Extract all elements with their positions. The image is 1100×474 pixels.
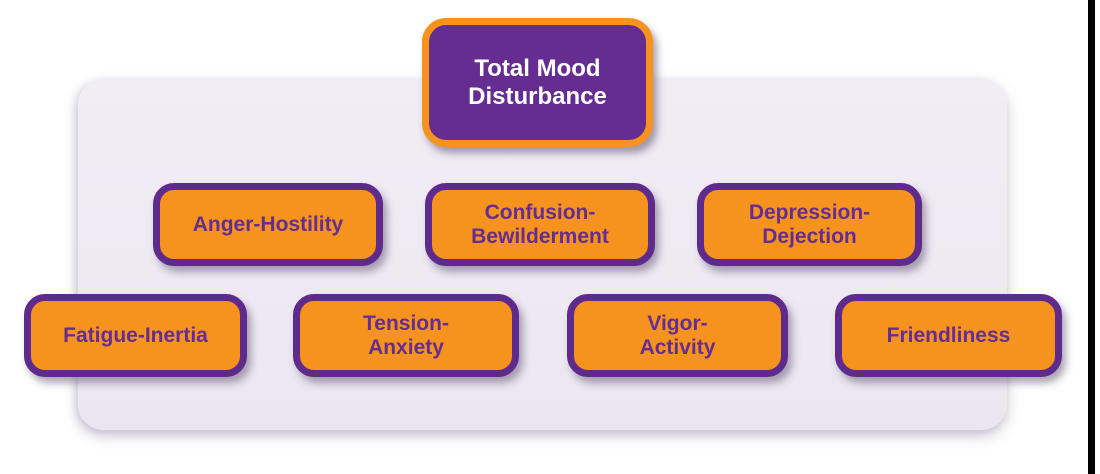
node-vigor-activity: Vigor- Activity (567, 294, 788, 377)
node-fatigue-inertia: Fatigue-Inertia (24, 294, 247, 377)
node-friendliness: Friendliness (835, 294, 1062, 377)
node-anger-hostility: Anger-Hostility (153, 183, 383, 266)
node-depression-dejection: Depression- Dejection (697, 183, 922, 266)
right-edge-strip (1088, 0, 1095, 474)
node-tension-anxiety: Tension- Anxiety (293, 294, 519, 377)
node-confusion-bewilderment: Confusion- Bewilderment (425, 183, 655, 266)
node-total-mood-disturbance: Total Mood Disturbance (422, 18, 653, 147)
